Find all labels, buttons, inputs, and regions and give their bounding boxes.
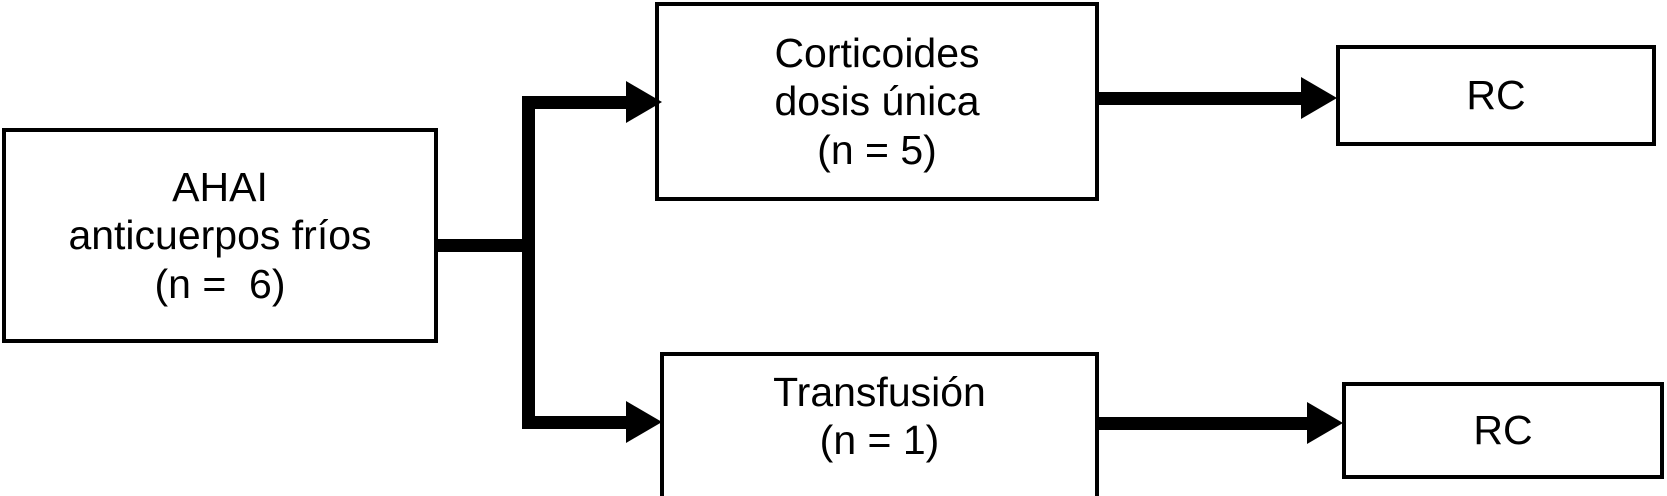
- connector-branch-trunk: [522, 96, 535, 429]
- node-corticoides-line-2: dosis única: [774, 78, 980, 125]
- node-rc-top: RC: [1336, 45, 1656, 146]
- connector-branch-to-corticoides: [522, 96, 632, 109]
- node-rc-bottom-label: RC: [1473, 407, 1533, 454]
- node-corticoides-dosis-unica: Corticoides dosis única (n = 5): [655, 2, 1099, 201]
- node-corticoides-line-3: (n = 5): [817, 126, 937, 173]
- node-transfusion-line-2: (n = 1): [819, 417, 940, 464]
- arrow-head-icon-to-rc-top: [1301, 77, 1337, 119]
- node-rc-bottom: RC: [1342, 382, 1664, 479]
- connector-ahai-to-branch: [437, 239, 532, 252]
- node-corticoides-line-1: Corticoides: [774, 29, 980, 76]
- arrow-head-icon-to-transfusion: [626, 401, 662, 443]
- node-transfusion: Transfusión (n = 1): [660, 352, 1099, 496]
- node-ahai-line-1: AHAI: [172, 163, 268, 210]
- connector-corticoides-to-rc: [1098, 92, 1308, 105]
- connector-transfusion-to-rc: [1098, 417, 1311, 430]
- arrow-head-icon-to-rc-bottom: [1307, 402, 1343, 444]
- node-ahai-line-3: (n = 6): [154, 260, 286, 307]
- node-transfusion-line-1: Transfusión: [773, 369, 986, 415]
- connector-branch-to-transfusion: [522, 416, 632, 429]
- node-ahai-anticuerpos-frios: AHAI anticuerpos fríos (n = 6): [2, 128, 438, 343]
- node-rc-top-label: RC: [1466, 72, 1526, 119]
- node-ahai-line-2: anticuerpos fríos: [68, 212, 372, 259]
- arrow-head-icon-to-corticoides: [626, 81, 662, 123]
